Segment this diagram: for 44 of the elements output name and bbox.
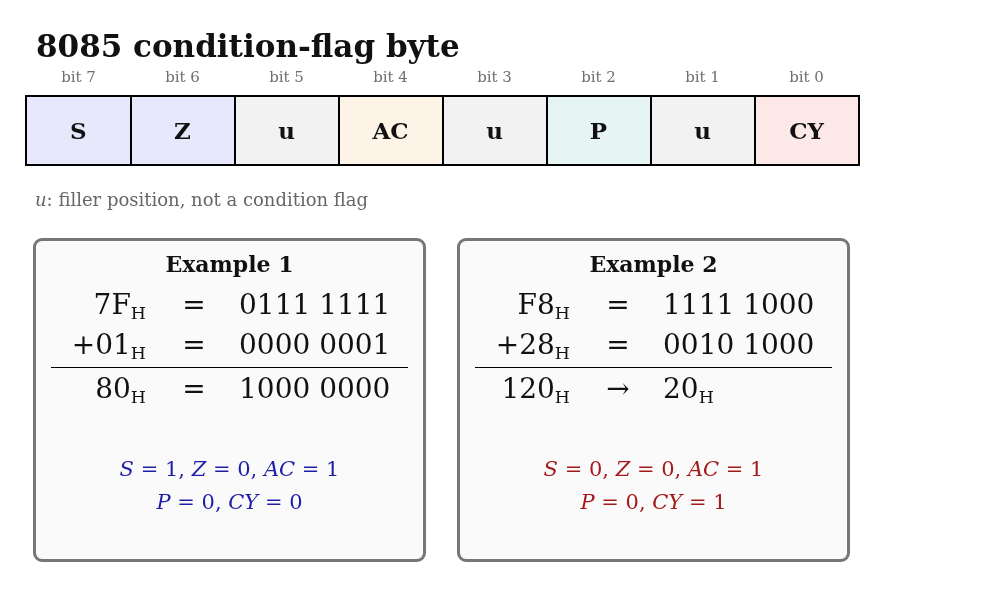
bit-cell: Z bbox=[131, 95, 236, 166]
bit-number-label: bit 7 bbox=[61, 69, 96, 87]
operand-text: 7F$_{H}$ bbox=[93, 288, 146, 322]
example-panel bbox=[33, 238, 426, 562]
flag-result-text: S = 1, Z = 0, AC = 1 bbox=[119, 456, 340, 482]
flag-result-text: P = 0, CY = 1 bbox=[580, 489, 727, 515]
footnote-text: u: filler position, not a condition flag bbox=[35, 189, 369, 211]
relation-symbol: = bbox=[182, 328, 206, 362]
value-text: 1000 0000 bbox=[239, 372, 391, 406]
bit-cell: AC bbox=[339, 95, 444, 166]
relation-symbol: = bbox=[182, 372, 206, 406]
bit-number-label: bit 2 bbox=[581, 69, 616, 87]
bit-cell: CY bbox=[755, 95, 860, 166]
operand-text: +28$_{H}$ bbox=[495, 328, 570, 362]
bit-number-label: bit 0 bbox=[789, 69, 824, 87]
diagram-title: 8085 condition-flag byte bbox=[36, 29, 460, 65]
example-heading: Example 1 bbox=[165, 252, 294, 278]
value-text: 20$_{H}$ bbox=[663, 372, 714, 406]
bit-number-label: bit 5 bbox=[269, 69, 304, 87]
bit-cell: S bbox=[25, 95, 132, 166]
relation-symbol: = bbox=[606, 288, 630, 322]
operand-text: 120$_{H}$ bbox=[501, 372, 570, 406]
operand-text: F8$_{H}$ bbox=[517, 288, 570, 322]
example-panel bbox=[457, 238, 850, 562]
bit-cell: P bbox=[547, 95, 652, 166]
bit-cell: u bbox=[651, 95, 756, 166]
bit-cell: u bbox=[443, 95, 548, 166]
bit-number-label: bit 3 bbox=[477, 69, 512, 87]
relation-symbol: = bbox=[182, 288, 206, 322]
flag-result-text: S = 0, Z = 0, AC = 1 bbox=[543, 456, 764, 482]
value-text: 0010 1000 bbox=[663, 328, 815, 362]
bit-cell: u bbox=[235, 95, 340, 166]
bit-number-label: bit 6 bbox=[165, 69, 200, 87]
value-text: 0000 0001 bbox=[239, 328, 391, 362]
flag-result-text: P = 0, CY = 0 bbox=[156, 489, 303, 515]
value-text: 1111 1000 bbox=[663, 288, 815, 322]
value-text: 0111 1111 bbox=[239, 288, 391, 322]
bit-number-label: bit 1 bbox=[685, 69, 720, 87]
relation-symbol: → bbox=[606, 372, 630, 406]
operand-text: 80$_{H}$ bbox=[95, 372, 146, 406]
bit-number-label: bit 4 bbox=[373, 69, 408, 87]
operand-text: +01$_{H}$ bbox=[71, 328, 146, 362]
example-heading: Example 2 bbox=[589, 252, 718, 278]
relation-symbol: = bbox=[606, 328, 630, 362]
